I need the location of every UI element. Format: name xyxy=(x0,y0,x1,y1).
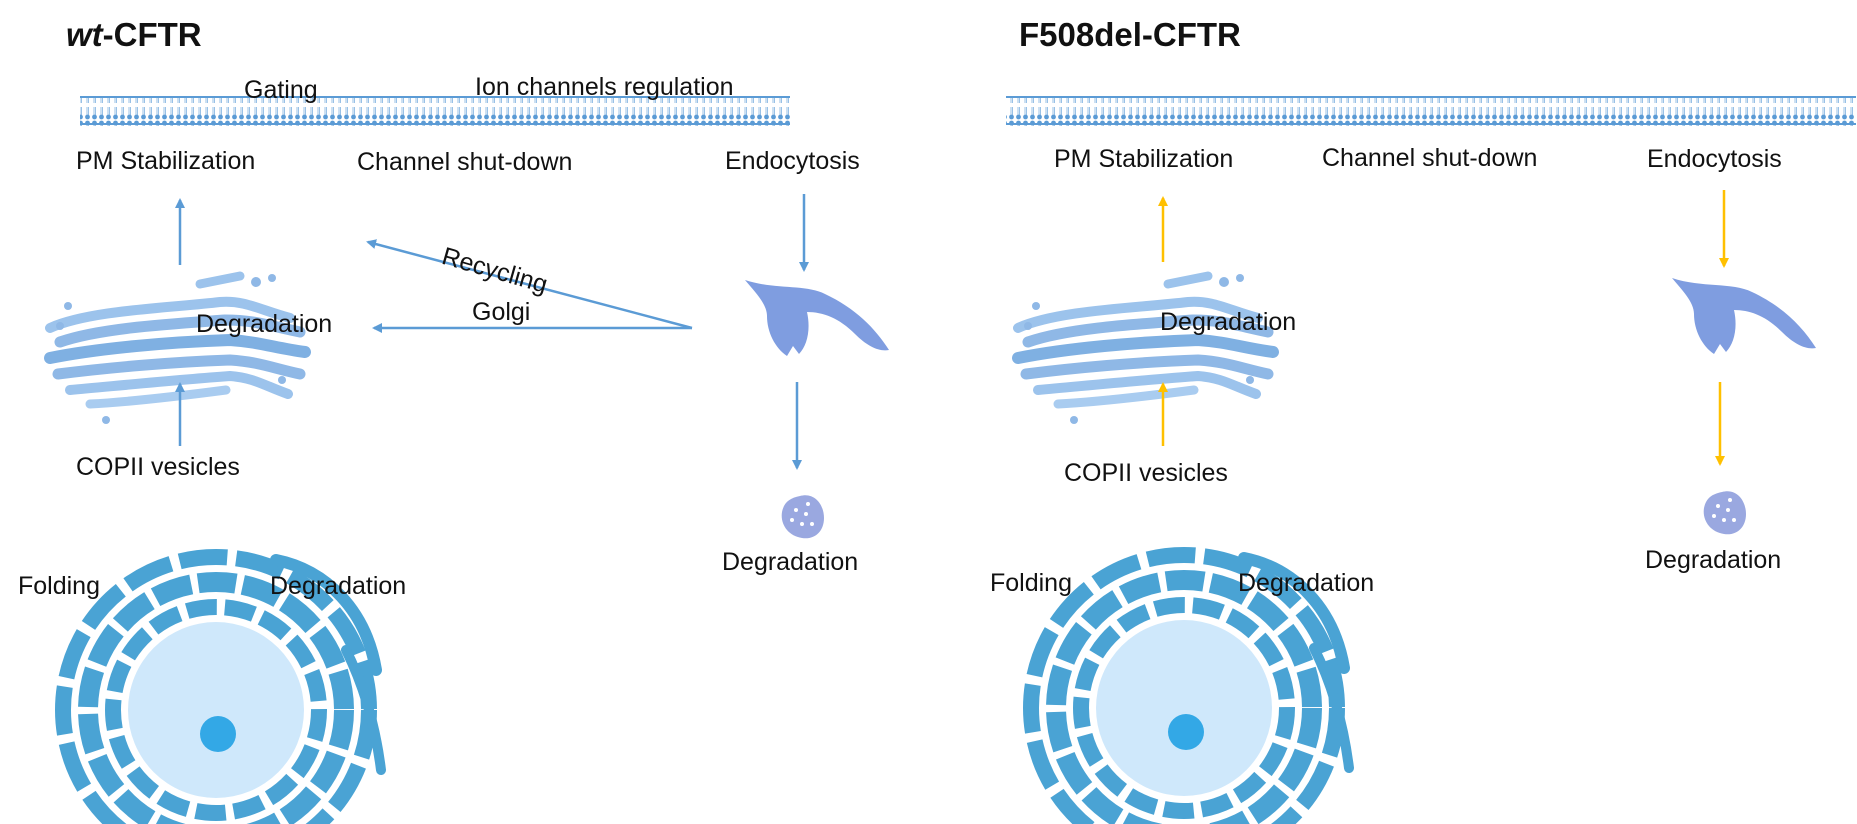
label-er-degradation-left: Degradation xyxy=(270,572,407,600)
label-copii-vesicles-left: COPII vesicles xyxy=(76,453,240,481)
label-pm-stabilization-left: PM Stabilization xyxy=(76,147,256,175)
membrane-right xyxy=(1006,96,1856,126)
golgi-left xyxy=(50,274,305,424)
label-er-degradation-right: Degradation xyxy=(1238,569,1375,597)
membrane-left xyxy=(80,96,790,126)
label-pm-stabilization-right: PM Stabilization xyxy=(1054,145,1234,173)
panel-title-left: wt-CFTR xyxy=(66,18,202,51)
endosome-right xyxy=(1672,278,1816,354)
label-channel-shutdown-right: Channel shut-down xyxy=(1322,144,1538,172)
golgi-right xyxy=(1018,274,1273,424)
lysosome-right xyxy=(1703,491,1746,535)
panel-title-right: F508del-CFTR xyxy=(1019,16,1241,53)
label-folding-right: Folding xyxy=(990,569,1072,597)
title-rest-part: -CFTR xyxy=(102,16,202,53)
label-golgi-degradation-right: Degradation xyxy=(1160,308,1297,336)
arrow-left-recycling xyxy=(366,239,693,330)
lysosome-left xyxy=(781,495,824,539)
label-ion-channels-regulation: Ion channels regulation xyxy=(475,73,734,101)
label-folding-left: Folding xyxy=(18,572,100,600)
label-endocytosis-right: Endocytosis xyxy=(1647,145,1782,173)
label-gating: Gating xyxy=(244,76,318,104)
title-italic-part: wt xyxy=(66,16,103,53)
label-lysosome-degradation-right: Degradation xyxy=(1645,546,1782,574)
label-golgi: Golgi xyxy=(472,298,531,326)
label-channel-shutdown-left: Channel shut-down xyxy=(357,148,573,176)
label-golgi-degradation-left: Degradation xyxy=(196,310,333,338)
label-lysosome-degradation-left: Degradation xyxy=(722,548,859,576)
label-copii-vesicles-right: COPII vesicles xyxy=(1064,459,1228,487)
endosome-left xyxy=(745,280,889,356)
label-endocytosis-left: Endocytosis xyxy=(725,147,860,175)
